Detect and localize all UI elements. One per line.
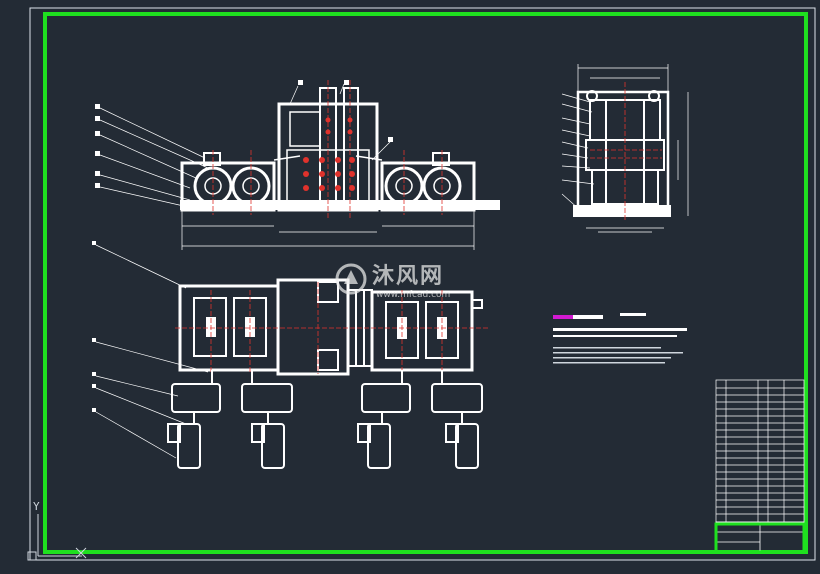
watermark-url: www.mfcad.com bbox=[376, 290, 451, 300]
front-view-leaders bbox=[99, 83, 391, 208]
front-view-balloons bbox=[95, 80, 393, 188]
technical-requirements-block bbox=[553, 313, 687, 364]
side-view-dimensions bbox=[577, 64, 689, 233]
motor-drive-2 bbox=[241, 370, 293, 469]
front-elevation-view bbox=[180, 87, 500, 250]
plan-view-balloons bbox=[92, 241, 96, 412]
ucs-y-label: Y bbox=[33, 500, 40, 513]
motor-drive-4 bbox=[431, 370, 483, 469]
watermark-text: 沐风网 bbox=[372, 264, 445, 289]
ucs-axis-icon bbox=[27, 514, 87, 561]
parts-list-table bbox=[715, 379, 805, 523]
motor-drive-3 bbox=[357, 370, 411, 469]
green-frame bbox=[43, 12, 808, 554]
outer-border bbox=[29, 7, 816, 561]
title-block bbox=[715, 521, 805, 553]
side-view-centerlines bbox=[590, 82, 662, 220]
plan-view-centerlines bbox=[175, 282, 490, 374]
side-view-leaders bbox=[561, 93, 595, 211]
front-view-centerlines bbox=[212, 80, 443, 220]
side-elevation-view bbox=[573, 90, 671, 217]
motor-drive-1 bbox=[167, 370, 221, 469]
title-block-highlight bbox=[714, 522, 806, 554]
watermark-logo-icon bbox=[335, 263, 367, 295]
plan-view-leaders bbox=[95, 244, 209, 459]
